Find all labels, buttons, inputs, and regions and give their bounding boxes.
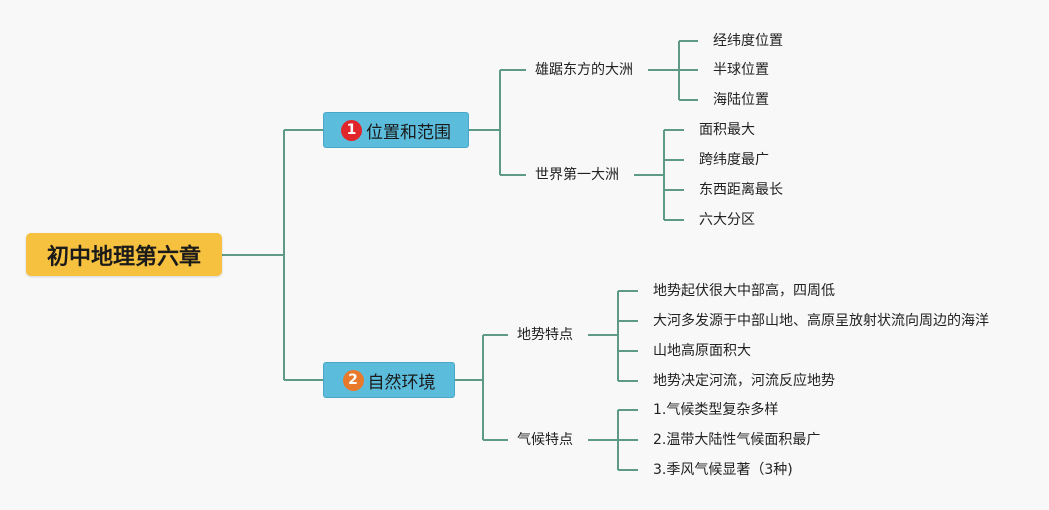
root-title: 初中地理第六章 — [46, 244, 201, 270]
root-node: 初中地理第六章 — [26, 233, 222, 276]
leaf-item: 面积最大 — [699, 122, 755, 138]
child-label: 气候特点 — [517, 432, 573, 448]
leaf-item: 海陆位置 — [713, 92, 769, 108]
child-label: 世界第一大洲 — [535, 167, 619, 183]
leaf-item: 半球位置 — [713, 62, 769, 78]
child-label: 地势特点 — [517, 327, 573, 343]
leaf-item: 地势决定河流，河流反应地势 — [653, 373, 835, 389]
branch-natural-environment: 2 自然环境 — [323, 362, 455, 398]
number-badge-2: 2 — [342, 369, 364, 391]
leaf-item: 大河多发源于中部山地、高原呈放射状流向周边的海洋 — [653, 313, 989, 329]
leaf-item: 跨纬度最广 — [699, 152, 769, 168]
branch-title: 自然环境 — [367, 372, 436, 393]
branch-title: 位置和范围 — [366, 122, 451, 143]
leaf-item: 经纬度位置 — [713, 33, 783, 49]
leaf-item: 山地高原面积大 — [653, 343, 751, 359]
leaf-item: 1.气候类型复杂多样 — [653, 402, 779, 418]
number-badge-1: 1 — [341, 119, 362, 141]
leaf-item: 3.季风气候显著（3种) — [653, 462, 793, 478]
leaf-item: 东西距离最长 — [699, 182, 783, 198]
child-label: 雄踞东方的大洲 — [535, 62, 633, 78]
leaf-item: 六大分区 — [699, 212, 755, 228]
leaf-item: 地势起伏很大中部高，四周低 — [653, 283, 835, 299]
leaf-item: 2.温带大陆性气候面积最广 — [653, 432, 821, 448]
branch-location-range: 1 位置和范围 — [323, 112, 469, 148]
